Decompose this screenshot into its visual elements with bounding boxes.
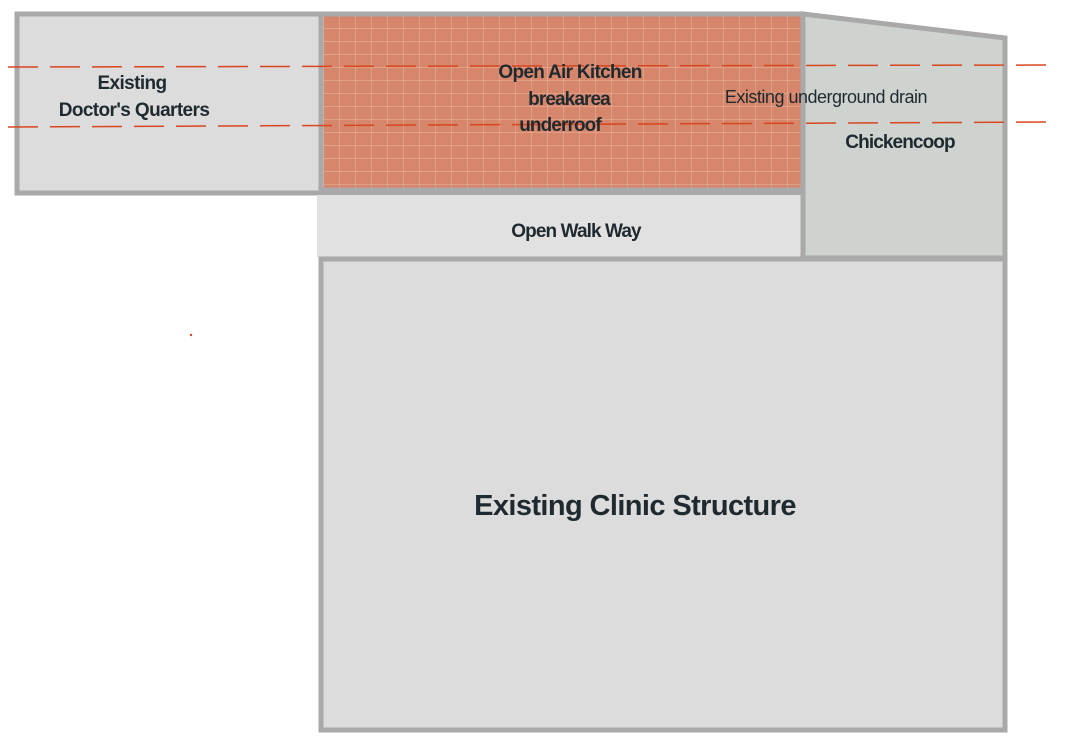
kitchen-label-1: Open Air Kitchen (498, 62, 641, 83)
chicken-coop-label: Chickencoop (845, 132, 955, 153)
kitchen-area (318, 11, 806, 193)
drain-line-upper (7, 64, 1051, 68)
clinic-room (318, 256, 1008, 733)
doctors-quarters-label-1: Existing (97, 73, 166, 94)
drain-lines (7, 64, 1056, 128)
clinic-label: Existing Clinic Structure (474, 490, 796, 522)
walkway-area (317, 193, 803, 257)
doctors-quarters-label-2: Doctor's Quarters (59, 100, 210, 121)
doctors-quarters-room (14, 11, 324, 196)
drain-line-lower (7, 121, 1056, 128)
kitchen-label-2: breakarea (528, 89, 611, 110)
kitchen-label-3: underroof (519, 115, 602, 136)
walkway-label: Open Walk Way (511, 221, 642, 242)
drain-label: Existing underground drain (725, 87, 927, 107)
stray-dot (189, 333, 193, 337)
